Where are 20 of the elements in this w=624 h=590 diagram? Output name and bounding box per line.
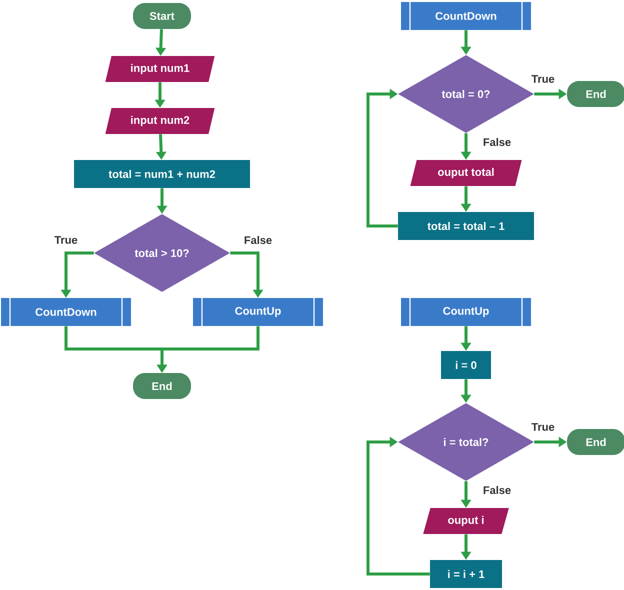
edge-label: False — [484, 138, 511, 146]
subroutine-box: CountDown — [401, 2, 531, 30]
process-box: total = num1 + num2 — [74, 160, 250, 188]
edge-label: True — [532, 423, 554, 431]
input-parallelogram: input num1 — [105, 56, 215, 82]
arrow — [366, 436, 430, 576]
subroutine-box: CountUp — [401, 298, 531, 326]
process-box: total = total – 1 — [398, 212, 534, 240]
arrow — [366, 88, 398, 228]
edge-label: False — [484, 486, 511, 494]
process-box: i = 0 — [441, 351, 491, 379]
edge-label: True — [54, 236, 78, 244]
input-parallelogram: ouput total — [410, 160, 522, 186]
input-parallelogram: ouput i — [423, 508, 509, 534]
subroutine-box: CountUp — [193, 298, 323, 326]
edge-label: False — [244, 236, 272, 244]
process-box: i = i + 1 — [430, 560, 502, 588]
input-parallelogram: input num2 — [105, 108, 215, 134]
edge-label: True — [532, 75, 554, 83]
subroutine-box: CountDown — [1, 298, 131, 326]
